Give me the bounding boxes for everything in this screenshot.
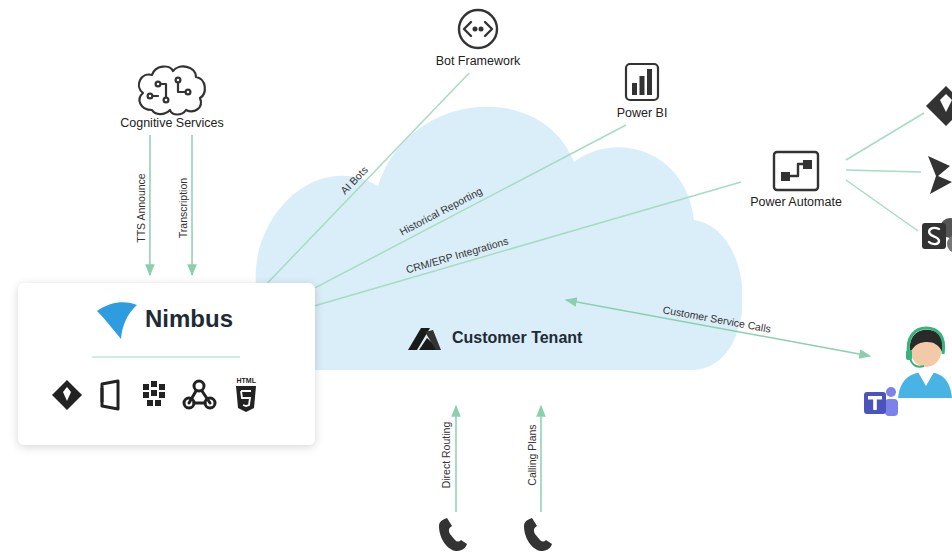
edge-label: Transcription <box>177 178 189 238</box>
power-automate-icon <box>774 152 818 190</box>
html5-icon <box>236 386 256 412</box>
service-node: Power Automate <box>741 150 851 214</box>
service-node: Power BI <box>602 62 682 125</box>
edge-label: TTS Announce <box>135 173 147 242</box>
flow-label: Direct Routing <box>440 422 452 489</box>
sharepoint-icon <box>922 218 952 253</box>
webhook-icon <box>184 381 215 408</box>
nimbus-logo <box>97 302 137 339</box>
calling-plan-arrow <box>540 406 542 512</box>
nimbus-box: Nimbus <box>18 283 315 445</box>
routing-arrow <box>455 406 457 512</box>
service-node: Bot Framework <box>423 8 533 73</box>
dynamics-icon <box>928 156 952 194</box>
phone-icon <box>439 518 467 551</box>
bracket-icon <box>102 381 118 409</box>
node-label: Customer Tenant <box>452 329 582 347</box>
devops-icon <box>926 86 952 126</box>
node-label: Nimbus <box>145 305 233 333</box>
divider-line <box>92 356 240 357</box>
bot-framework-icon <box>459 10 497 48</box>
node-label: Power Automate <box>741 195 851 210</box>
node-label: Cognitive Services <box>102 116 242 131</box>
node-label: Bot Framework <box>423 54 533 69</box>
node-label: Power BI <box>602 106 682 121</box>
teams-logo <box>864 387 898 416</box>
phone-icon <box>524 518 552 551</box>
connector-line <box>191 135 193 275</box>
devops-icon <box>52 380 82 410</box>
brain-icon <box>139 66 205 114</box>
fanout-lines <box>846 113 924 231</box>
icon-text: HTML <box>237 377 256 385</box>
agent-figure <box>898 328 952 398</box>
cluster-icon <box>143 381 165 406</box>
service-node: Cognitive Services <box>102 66 242 135</box>
flow-label: Calling Plans <box>525 424 537 485</box>
power-bi-icon <box>626 64 658 100</box>
connector-line <box>149 135 151 275</box>
